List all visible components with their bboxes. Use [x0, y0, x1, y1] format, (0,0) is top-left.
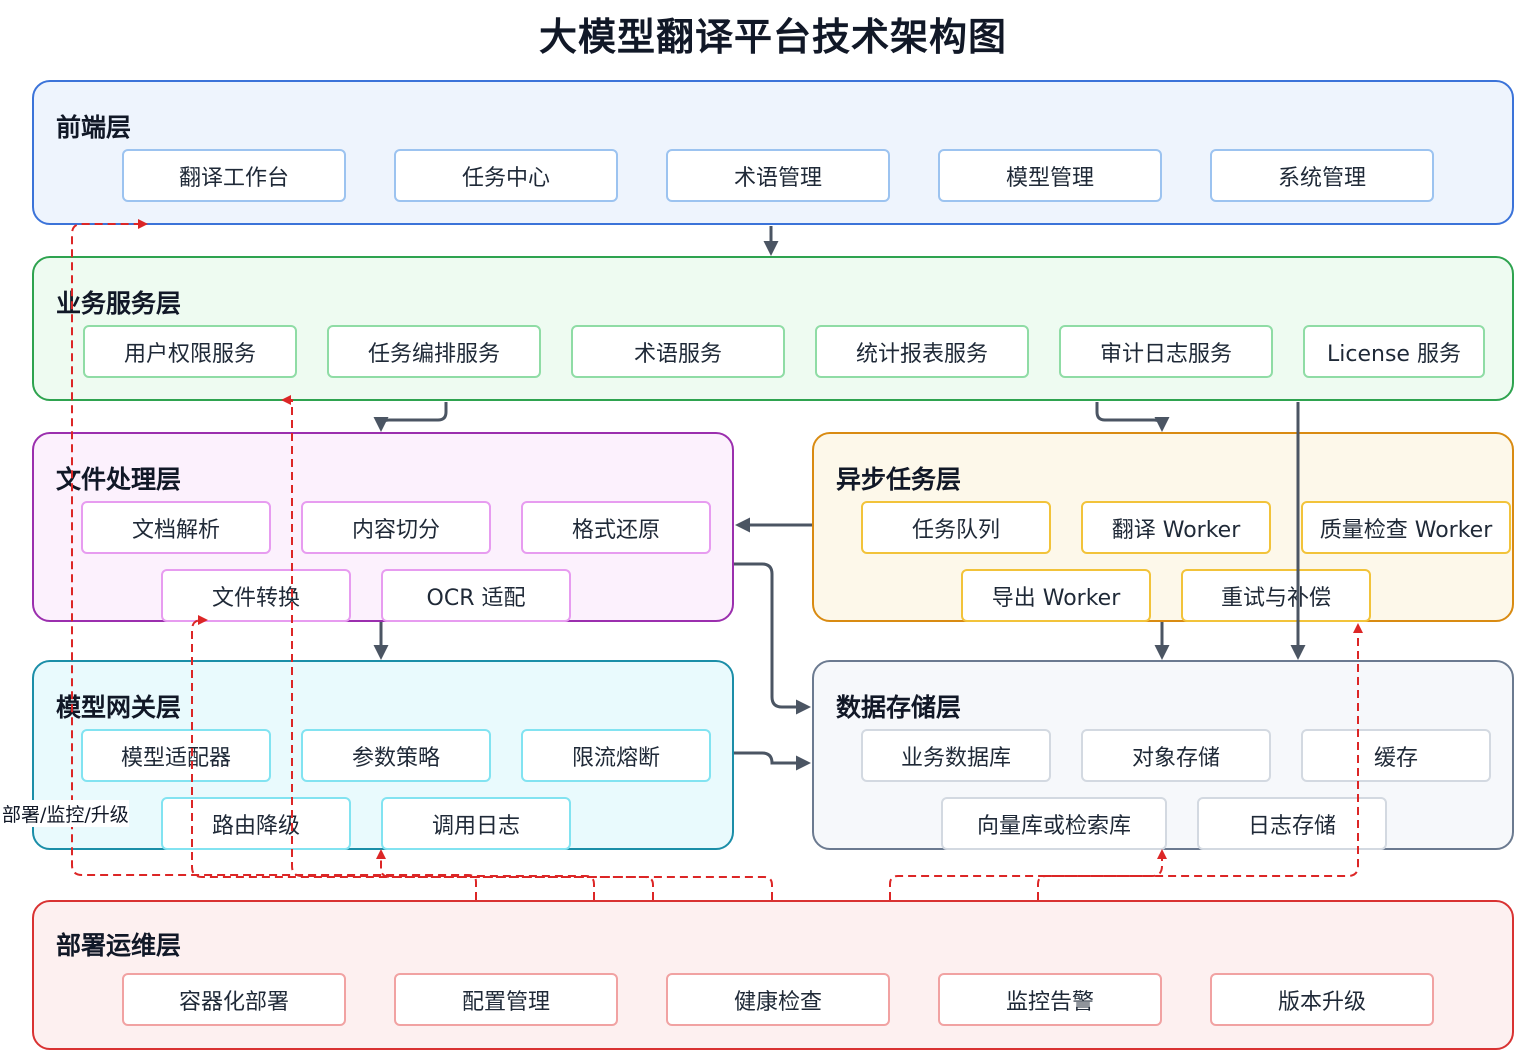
- object-storage-box: 对象存储: [1081, 729, 1271, 782]
- content-splitting-box: 内容切分: [301, 501, 491, 554]
- ocr-adapter-box: OCR 适配: [381, 569, 571, 622]
- async-task-layer: 异步任务层 任务队列 翻译 Worker 质量检查 Worker 导出 Work…: [812, 432, 1514, 622]
- vector-retrieval-store-box: 向量库或检索库: [941, 797, 1167, 850]
- business-database-box: 业务数据库: [861, 729, 1051, 782]
- ops-to-gateway-arrow: [376, 849, 773, 900]
- export-worker-box: 导出 Worker: [961, 569, 1151, 622]
- translation-workbench-box: 翻译工作台: [122, 149, 346, 202]
- monitoring-alert-box: 监控告警: [938, 973, 1162, 1026]
- frontend-layer-title: 前端层: [56, 113, 132, 142]
- ops-to-frontend-arrow: [71, 219, 477, 900]
- business-to-file-arrow: [373, 402, 448, 432]
- retry-compensation-box: 重试与补偿: [1181, 569, 1371, 622]
- statistics-report-service-box: 统计报表服务: [815, 325, 1029, 378]
- document-parsing-box: 文档解析: [81, 501, 271, 554]
- ops-to-storage-arrow: [1037, 849, 1167, 900]
- configuration-management-box: 配置管理: [394, 973, 618, 1026]
- business-service-layer: 业务服务层 用户权限服务 任务编排服务 术语服务 统计报表服务 审计日志服务 L…: [32, 256, 1514, 401]
- task-orchestration-service-box: 任务编排服务: [327, 325, 541, 378]
- task-center-box: 任务中心: [394, 149, 618, 202]
- parameter-policy-box: 参数策略: [301, 729, 491, 782]
- data-storage-layer-title: 数据存储层: [836, 693, 962, 722]
- quality-check-worker-box: 质量检查 Worker: [1301, 501, 1511, 554]
- async-task-layer-title: 异步任务层: [836, 465, 962, 494]
- file-to-storage-arrow: [734, 562, 811, 715]
- ops-to-file-arrow: [191, 615, 654, 900]
- user-permission-service-box: 用户权限服务: [83, 325, 297, 378]
- container-deployment-box: 容器化部署: [122, 973, 346, 1026]
- system-management-box: 系统管理: [1210, 149, 1434, 202]
- business-to-async-arrow: [1095, 402, 1170, 432]
- audit-log-service-box: 审计日志服务: [1059, 325, 1273, 378]
- log-storage-box: 日志存储: [1197, 797, 1387, 850]
- file-processing-layer-title: 文件处理层: [56, 465, 182, 494]
- model-gateway-layer: 模型网关层 模型适配器 参数策略 限流熔断 路由降级 调用日志: [32, 660, 734, 850]
- rate-limit-circuit-breaker-box: 限流熔断: [521, 729, 711, 782]
- format-restore-box: 格式还原: [521, 501, 711, 554]
- version-upgrade-box: 版本升级: [1210, 973, 1434, 1026]
- deployment-ops-layer-title: 部署运维层: [56, 931, 182, 960]
- terminology-management-box: 术语管理: [666, 149, 890, 202]
- model-adapter-box: 模型适配器: [81, 729, 271, 782]
- translation-worker-box: 翻译 Worker: [1081, 501, 1271, 554]
- cache-box: 缓存: [1301, 729, 1491, 782]
- task-queue-box: 任务队列: [861, 501, 1051, 554]
- terminology-service-box: 术语服务: [571, 325, 785, 378]
- frontend-layer: 前端层 翻译工作台 任务中心 术语管理 模型管理 系统管理: [32, 80, 1514, 225]
- file-processing-layer: 文件处理层 文档解析 内容切分 格式还原 文件转换 OCR 适配: [32, 432, 734, 622]
- file-conversion-box: 文件转换: [161, 569, 351, 622]
- page-title: 大模型翻译平台技术架构图: [538, 15, 1007, 59]
- ops-to-business-arrow: [281, 395, 595, 900]
- model-management-box: 模型管理: [938, 149, 1162, 202]
- call-log-box: 调用日志: [381, 797, 571, 850]
- license-service-box: License 服务: [1303, 325, 1485, 378]
- ops-to-async-arrow: [889, 623, 1363, 900]
- business-service-layer-title: 业务服务层: [56, 289, 182, 318]
- ops-edge-label: 部署/监控/升级: [2, 800, 129, 827]
- deployment-ops-layer: 部署运维层 容器化部署 配置管理 健康检查 监控告警 版本升级: [32, 900, 1514, 1050]
- health-check-box: 健康检查: [666, 973, 890, 1026]
- model-gateway-layer-title: 模型网关层: [56, 693, 182, 722]
- gateway-to-storage-arrow: [734, 751, 811, 771]
